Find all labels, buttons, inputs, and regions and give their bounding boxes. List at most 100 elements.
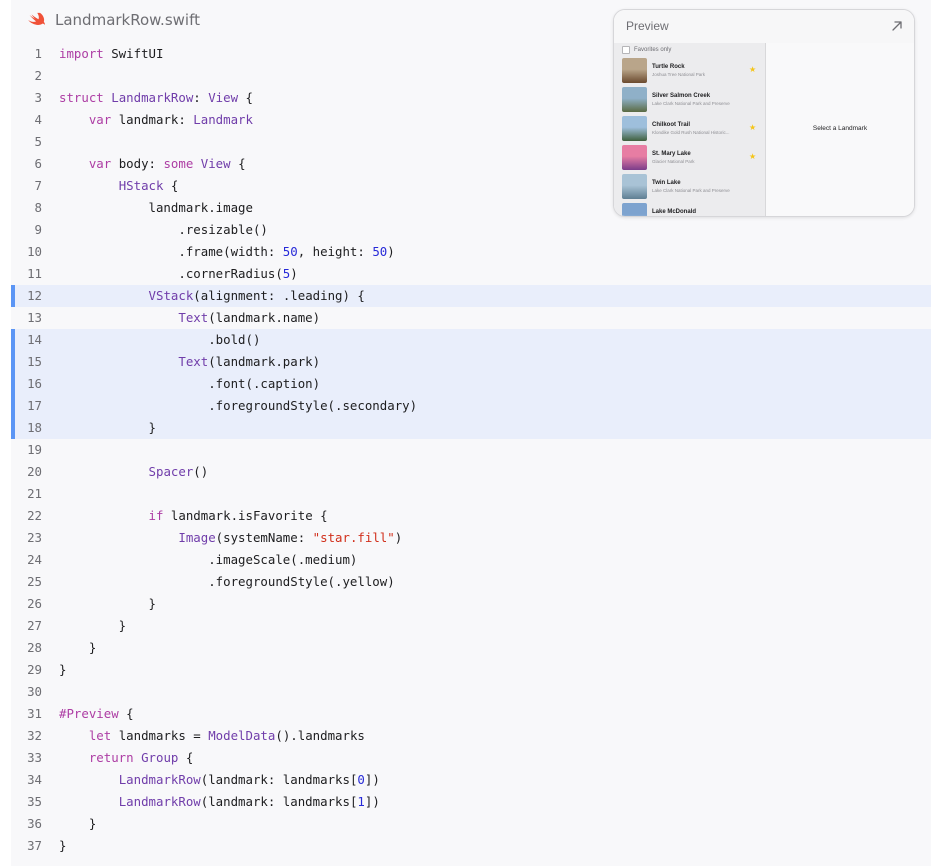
- landmark-row[interactable]: Lake McDonald: [622, 203, 762, 216]
- code-line[interactable]: 28 }: [11, 637, 931, 659]
- code-token: if: [148, 508, 164, 523]
- favorites-checkbox[interactable]: [622, 46, 630, 54]
- code-line[interactable]: 11 .cornerRadius(5): [11, 263, 931, 285]
- code-token: [59, 530, 178, 545]
- code-token: landmark.image: [59, 200, 253, 215]
- code-token: 50: [372, 244, 388, 259]
- code-line[interactable]: 20 Spacer(): [11, 461, 931, 483]
- code-line[interactable]: 19: [11, 439, 931, 461]
- file-name[interactable]: LandmarkRow.swift: [55, 11, 200, 29]
- line-source: landmark.image: [59, 197, 253, 219]
- code-line[interactable]: 5: [11, 131, 931, 153]
- code-token: :: [193, 90, 209, 105]
- code-token: [59, 310, 178, 325]
- favorites-label: Favorites only: [634, 47, 672, 53]
- landmark-name: Chilkoot Trail: [652, 122, 691, 128]
- arrow-up-right-icon[interactable]: [890, 19, 904, 33]
- line-source: }: [59, 593, 156, 615]
- line-number: 6: [34, 156, 42, 171]
- code-line[interactable]: 33 return Group {: [11, 747, 931, 769]
- code-token: View: [200, 156, 231, 171]
- code-line[interactable]: 32 let landmarks = ModelData().landmarks: [11, 725, 931, 747]
- code-token: [59, 178, 119, 193]
- line-source: Spacer(): [59, 461, 209, 483]
- code-line[interactable]: 21: [11, 483, 931, 505]
- line-number: 28: [27, 640, 42, 655]
- code-token: ModelData: [208, 728, 276, 743]
- line-source: .imageScale(.medium): [59, 549, 357, 571]
- line-source: HStack {: [59, 175, 179, 197]
- code-line[interactable]: 29}: [11, 659, 931, 681]
- code-line[interactable]: 18 }: [11, 417, 931, 439]
- code-line[interactable]: 23 Image(systemName: "star.fill"): [11, 527, 931, 549]
- code-token: [59, 794, 119, 809]
- code-line[interactable]: 14 .bold(): [11, 329, 931, 351]
- code-token: HStack: [118, 178, 164, 193]
- line-number: 10: [27, 244, 42, 259]
- landmark-thumbnail: [622, 87, 647, 112]
- code-line[interactable]: 37}: [11, 835, 931, 857]
- line-number: 17: [27, 398, 42, 413]
- line-number: 25: [27, 574, 42, 589]
- line-source: return Group {: [59, 747, 193, 769]
- code-line[interactable]: 16 .font(.caption): [11, 373, 931, 395]
- line-number: 1: [34, 46, 42, 61]
- code-line[interactable]: 26 }: [11, 593, 931, 615]
- code-line[interactable]: 30: [11, 681, 931, 703]
- code-token: struct: [59, 90, 104, 105]
- detail-placeholder: Select a Landmark: [812, 125, 868, 132]
- code-line[interactable]: 35 LandmarkRow(landmark: landmarks[1]): [11, 791, 931, 813]
- code-token: }: [59, 662, 67, 677]
- code-token: [59, 288, 149, 303]
- code-line[interactable]: 6 var body: some View {: [11, 153, 931, 175]
- code-line[interactable]: 13 Text(landmark.name): [11, 307, 931, 329]
- favorites-toggle[interactable]: Favorites only: [622, 46, 671, 54]
- code-token: [59, 772, 119, 787]
- code-line[interactable]: 27 }: [11, 615, 931, 637]
- code-line[interactable]: 2: [11, 65, 931, 87]
- code-line[interactable]: 24 .imageScale(.medium): [11, 549, 931, 571]
- line-source: if landmark.isFavorite {: [59, 505, 328, 527]
- star-icon: ★: [749, 123, 757, 132]
- line-number: 32: [27, 728, 42, 743]
- code-line[interactable]: 9 .resizable(): [11, 219, 931, 241]
- code-token: [59, 354, 178, 369]
- code-line[interactable]: 7 HStack {: [11, 175, 931, 197]
- code-token: .frame(width:: [59, 244, 283, 259]
- line-source: }: [59, 835, 66, 857]
- code-token: Landmark: [193, 112, 253, 127]
- code-token: 0: [357, 772, 365, 787]
- landmark-thumbnail: [622, 116, 647, 141]
- code-line[interactable]: 12 VStack(alignment: .leading) {: [11, 285, 931, 307]
- code-line[interactable]: 25 .foregroundStyle(.yellow): [11, 571, 931, 593]
- landmark-park: Lake Clark National Park and Preserve: [652, 101, 730, 106]
- code-line[interactable]: 8 landmark.image: [11, 197, 931, 219]
- code-token: VStack: [148, 288, 194, 303]
- code-token: }: [59, 596, 156, 611]
- code-line[interactable]: 15 Text(landmark.park): [11, 351, 931, 373]
- code-line[interactable]: 31#Preview {: [11, 703, 931, 725]
- code-line[interactable]: 10 .frame(width: 50, height: 50): [11, 241, 931, 263]
- code-token: [59, 156, 89, 171]
- code-token: [193, 156, 200, 171]
- code-token: body:: [111, 156, 164, 171]
- code-line[interactable]: 17 .foregroundStyle(.secondary): [11, 395, 931, 417]
- line-number: 24: [27, 552, 42, 567]
- code-token: ]): [364, 772, 380, 787]
- landmark-thumbnail: [622, 145, 647, 170]
- code-line[interactable]: 36 }: [11, 813, 931, 835]
- code-line[interactable]: 22 if landmark.isFavorite {: [11, 505, 931, 527]
- code-token: Image: [178, 530, 216, 545]
- code-token: (): [193, 464, 209, 479]
- code-line[interactable]: 4 var landmark: Landmark: [11, 109, 931, 131]
- code-line[interactable]: 34 LandmarkRow(landmark: landmarks[0]): [11, 769, 931, 791]
